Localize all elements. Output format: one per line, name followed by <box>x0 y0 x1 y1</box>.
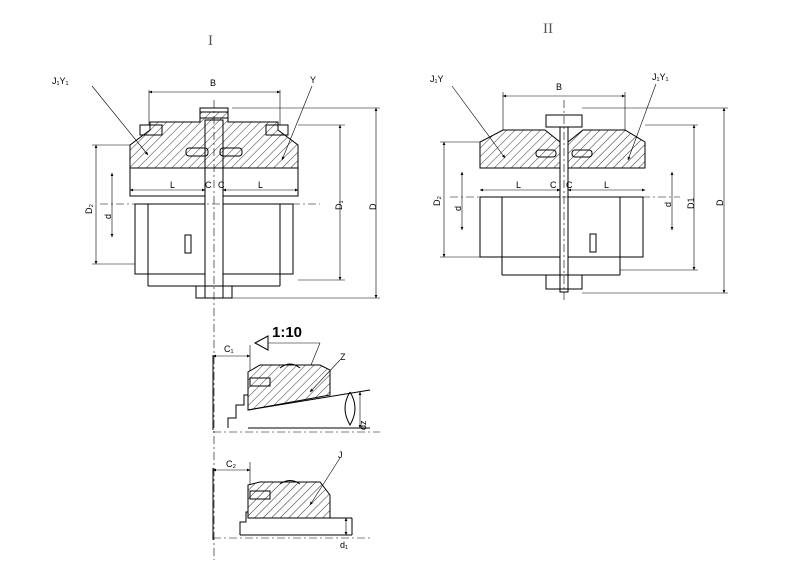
j1y-label: J₁Y <box>430 74 444 84</box>
j1y1-leader <box>91 85 149 156</box>
b2-label: B <box>556 82 562 92</box>
d1-ii-label: D1 <box>686 197 696 209</box>
big-d-label: D <box>368 203 378 210</box>
hub-left-upper <box>129 167 206 197</box>
hub-right <box>222 203 294 275</box>
j1y1-label: J₁Y₁ <box>52 76 69 86</box>
seal-right <box>265 124 289 136</box>
detail-j-tooth <box>279 480 301 485</box>
dz-label: dz <box>358 420 368 430</box>
d2-label: D₂ <box>84 204 94 214</box>
d-ii-left-label: d <box>453 206 463 211</box>
j-leader <box>309 457 341 506</box>
c1-label: C₁ <box>224 344 234 354</box>
detail-z-tooth <box>279 363 301 369</box>
tooth-left-ii <box>535 149 557 158</box>
detail-z-shaft-break <box>344 391 356 426</box>
detail-z-seal <box>249 377 271 387</box>
hub-left-ii <box>479 196 561 258</box>
sleeve-left-ii <box>479 129 561 169</box>
l-left-label: L <box>170 180 175 190</box>
taper-label: 1:10 <box>272 324 302 341</box>
detail-j-hub <box>247 481 331 519</box>
l2-right-label: L <box>604 180 609 190</box>
j1y1-ii-leader <box>627 83 657 161</box>
tooth-right-ii <box>571 149 593 158</box>
y-leader <box>281 85 313 161</box>
tooth-right <box>219 147 243 157</box>
d1-j-label: d₁ <box>340 540 348 550</box>
hub-right-upper <box>222 167 299 197</box>
detail-z: C₁ 1:10 dz Z <box>212 324 380 433</box>
c-left-label: C <box>205 180 212 190</box>
c2-right-label: C <box>566 180 573 190</box>
sleeve-right-ii <box>567 129 646 169</box>
j1y-leader <box>451 85 506 159</box>
l2-left-label: L <box>516 180 521 190</box>
d2-ii-label: D₂ <box>432 196 442 206</box>
hub-right-ii <box>567 196 644 258</box>
b-label: B <box>210 78 216 88</box>
d1-label: D₁ <box>334 200 344 210</box>
taper-symbol <box>253 335 269 351</box>
keyway-ii <box>589 233 597 253</box>
detail-j: C₂ d₁ J <box>212 450 370 550</box>
keyway-i <box>184 234 192 254</box>
seal-left <box>139 124 163 136</box>
tooth-left <box>185 147 209 157</box>
c2-label: C₂ <box>226 459 236 469</box>
c2-left-label: C <box>550 180 557 190</box>
y-label: Y <box>310 75 316 85</box>
hub-left <box>134 203 206 275</box>
view-i: I B L C C L <box>52 33 380 560</box>
c-right-label: C <box>218 180 225 190</box>
l-right-label: L <box>258 180 263 190</box>
d-ii-right-label: d <box>663 202 673 207</box>
detail-z-steps <box>227 394 248 428</box>
detail-j-steps <box>239 511 248 535</box>
view-ii-title: II <box>543 21 553 37</box>
j1y1-ii-label: J₁Y₁ <box>652 72 669 82</box>
view-ii: II B L C C L D₂ d d <box>430 21 728 300</box>
j-label: J <box>338 450 343 460</box>
z-leader <box>309 359 341 393</box>
detail-j-seal <box>249 490 271 500</box>
big-d-ii-label: D <box>715 199 725 206</box>
z-label: Z <box>340 352 346 362</box>
d-label: d <box>103 214 113 219</box>
view-i-title: I <box>208 33 213 49</box>
bolt-lower-i <box>195 285 233 299</box>
